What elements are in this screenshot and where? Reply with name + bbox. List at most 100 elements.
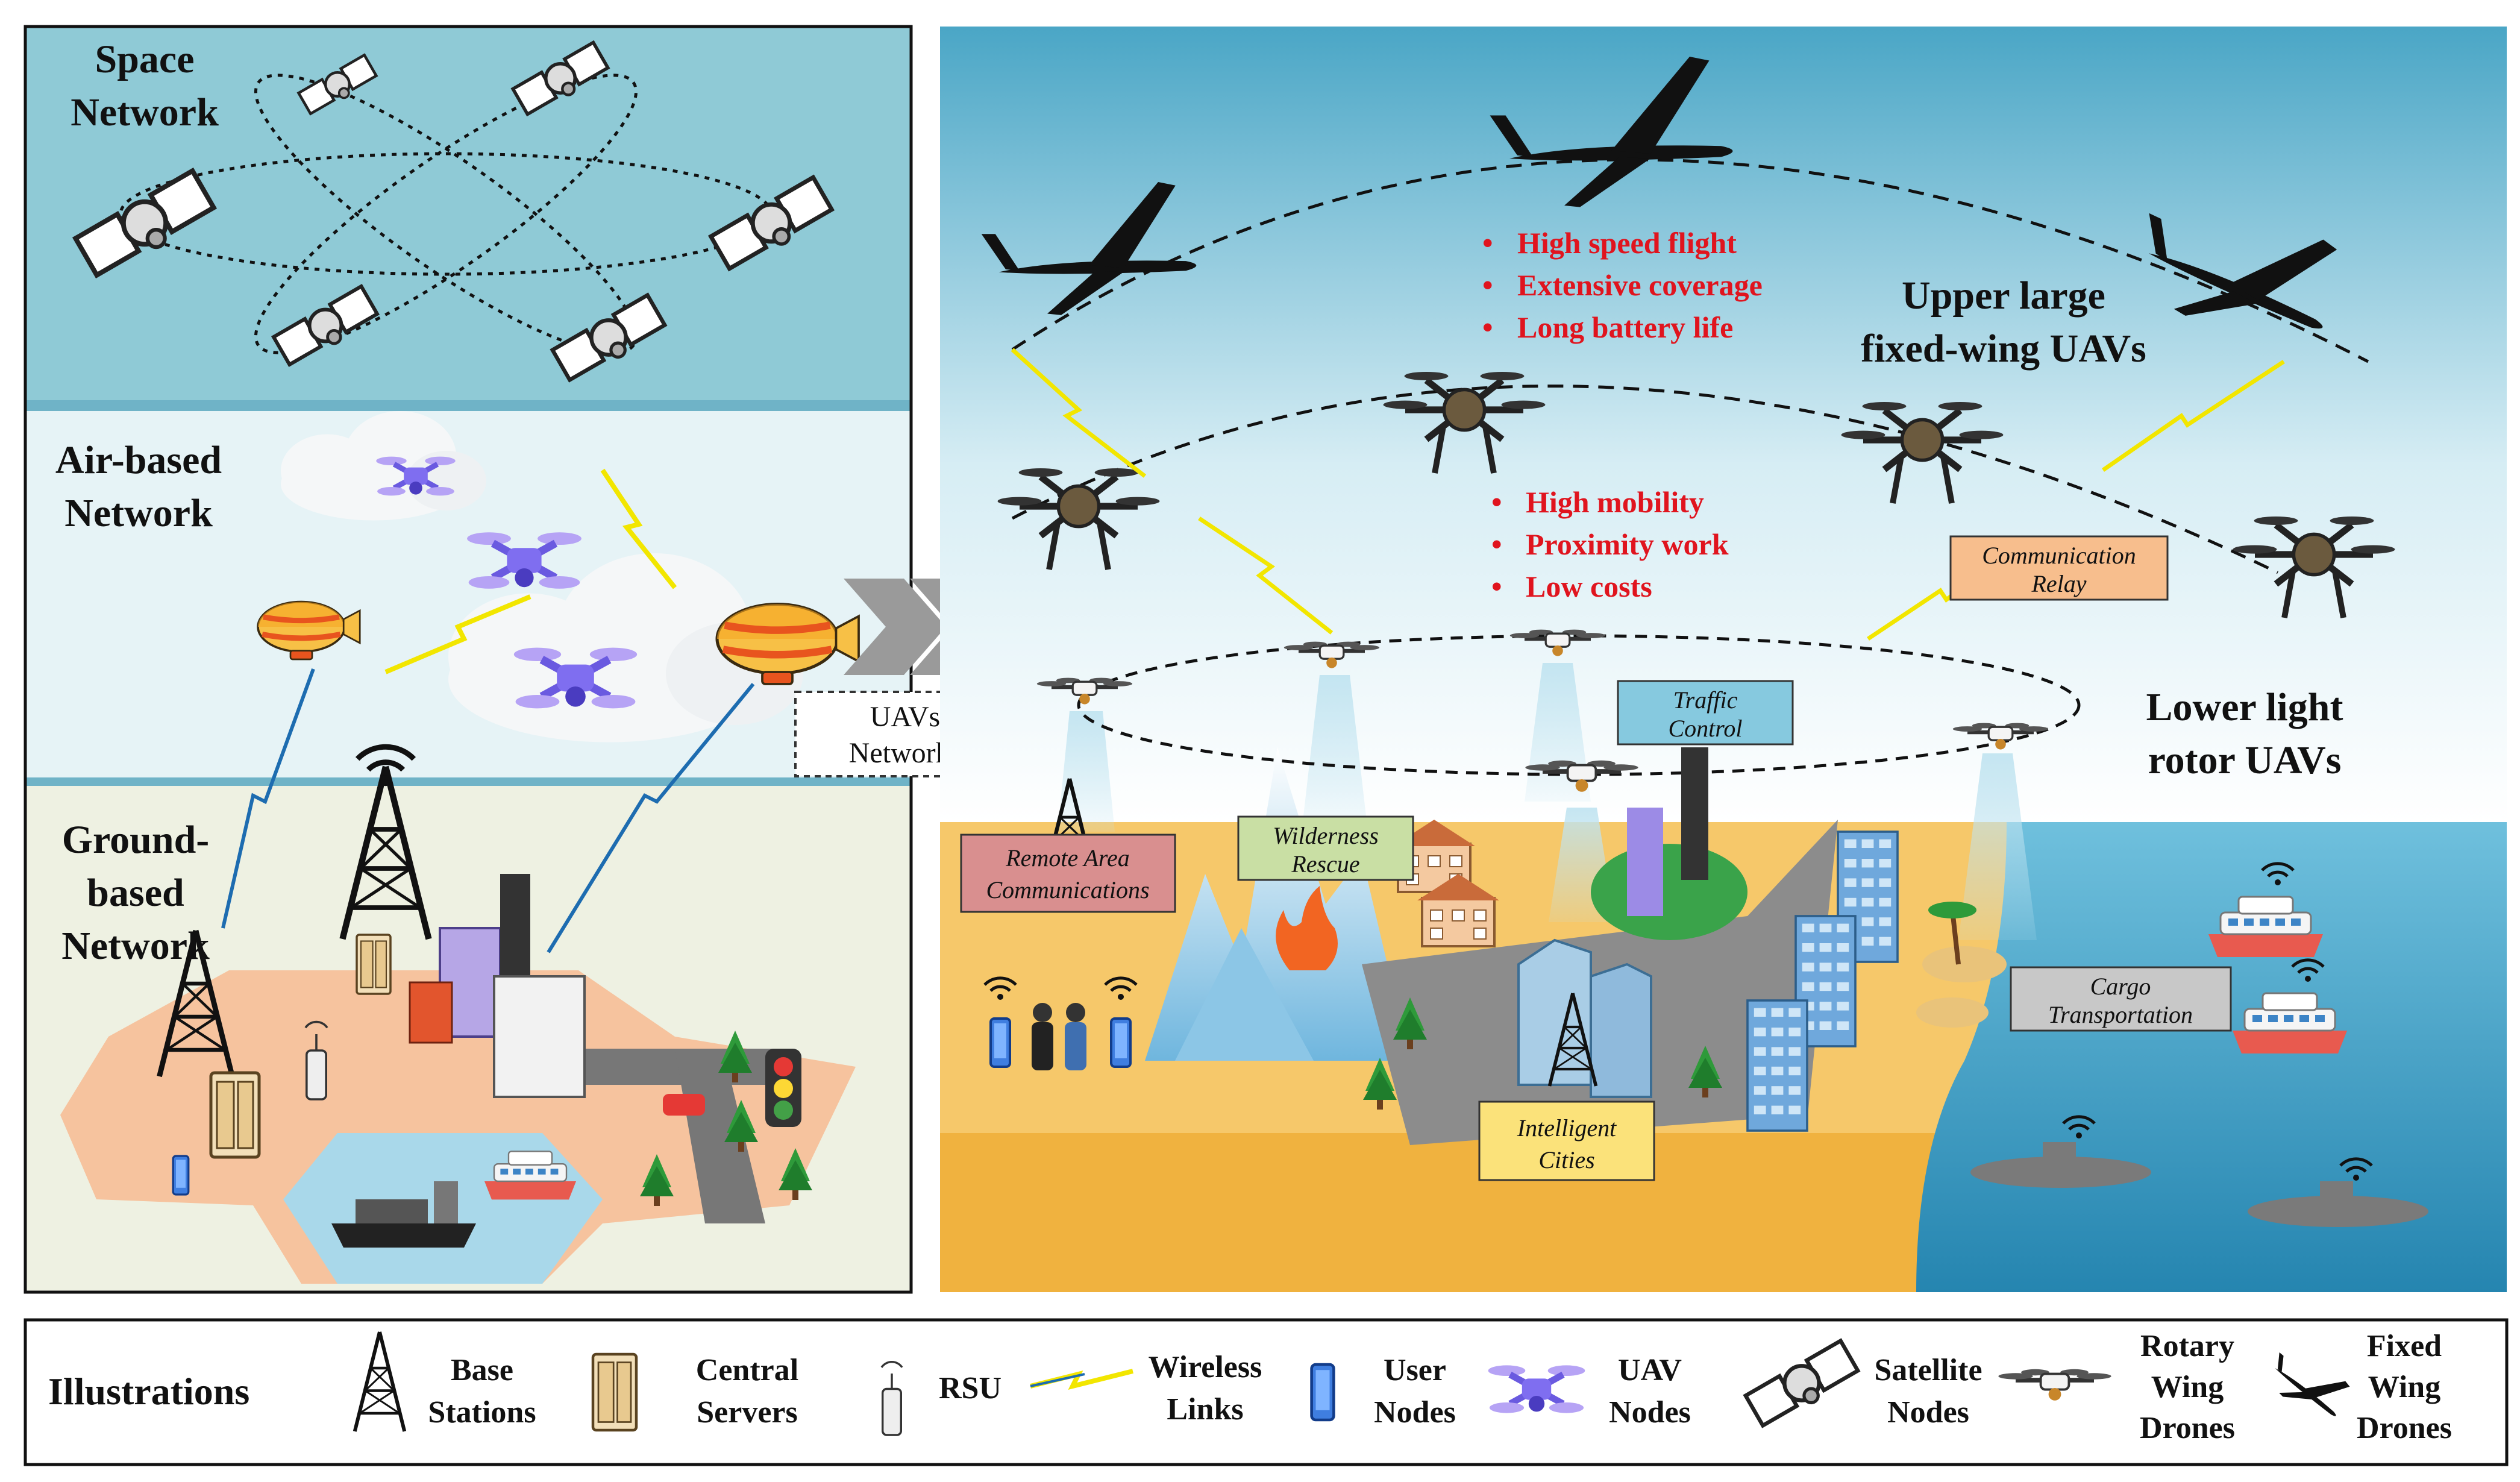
- skyscraper: [1590, 962, 1652, 1098]
- upper-uav-title: Upper large: [1902, 274, 2105, 318]
- intelligent-cities-label: Intelligent Cities: [1478, 1101, 1655, 1181]
- legend-uav-nodes: UAV: [1618, 1353, 1682, 1387]
- user-node-icon: [989, 1017, 1011, 1068]
- user-node-icon: [172, 1155, 190, 1196]
- left-panel: Space Network Air-based Network Ground- …: [24, 25, 913, 1294]
- svg-text:Communication: Communication: [1982, 542, 2136, 569]
- svg-text:Remote Area: Remote Area: [1005, 844, 1130, 871]
- central-server-icon: [593, 1354, 636, 1430]
- svg-text:Relay: Relay: [2031, 570, 2086, 597]
- traffic-control-label: Traffic Control: [1617, 680, 1794, 746]
- legend-wireless-links: Wireless: [1149, 1350, 1262, 1384]
- legend: Illustrations Base Stations Central Serv…: [24, 1318, 2509, 1466]
- satellite-orbit-tilted-1: [254, 74, 638, 354]
- fire-icon: [1276, 886, 1338, 970]
- legend-title: Illustrations: [48, 1370, 249, 1413]
- building-icon: [1746, 999, 1808, 1132]
- feature-bullet: •: [1482, 268, 1493, 302]
- svg-text:Communications: Communications: [986, 876, 1149, 903]
- svg-text:Cities: Cities: [1538, 1146, 1594, 1173]
- legend-base-stations: Base: [451, 1353, 513, 1387]
- svg-text:Intelligent: Intelligent: [1517, 1114, 1617, 1141]
- legend-central-servers: Central: [696, 1353, 798, 1387]
- legend-user-nodes: User: [1384, 1353, 1446, 1387]
- uav-networks-label: UAVs: [870, 701, 940, 733]
- feature-bullet: •: [1482, 310, 1493, 344]
- user-node-icon: [1110, 1017, 1132, 1068]
- legend-uav-nodes-2: Nodes: [1609, 1395, 1691, 1430]
- legend-base-stations-2: Stations: [428, 1395, 536, 1430]
- road: [675, 1049, 765, 1223]
- upper-feature-item: Extensive coverage: [1517, 268, 1763, 302]
- legend-satellite-nodes: Satellite: [1874, 1353, 1982, 1387]
- wireless-link-icon: [221, 668, 315, 929]
- legend-user-nodes-2: Nodes: [1374, 1395, 1456, 1430]
- svg-text:Transportation: Transportation: [2048, 1001, 2193, 1028]
- communication-relay-label: Communication Relay: [1949, 535, 2169, 601]
- feature-bullet: •: [1491, 527, 1502, 561]
- skyscraper: [1627, 808, 1663, 916]
- legend-rsu: RSU: [939, 1371, 1001, 1405]
- svg-text:Traffic: Traffic: [1673, 686, 1738, 714]
- building: [493, 975, 586, 1098]
- legend-fixed-wing-drones-2: Wing: [2368, 1370, 2440, 1404]
- wireless-link-icon: [600, 468, 677, 589]
- wireless-link-icon: [547, 683, 755, 953]
- legend-wireless-links-2: Links: [1167, 1392, 1243, 1427]
- right-panel: Upper large fixed-wing UAVs Lower light …: [940, 27, 2507, 1292]
- legend-fixed-wing-drones-3: Drones: [2357, 1411, 2452, 1445]
- legend-satellite-nodes-2: Nodes: [1887, 1395, 1969, 1430]
- lower-feature-item: Low costs: [1526, 570, 1652, 603]
- lower-features-list: • High mobility • Proximity work • Low c…: [1491, 485, 1729, 603]
- svg-text:Wilderness: Wilderness: [1273, 822, 1379, 849]
- wilderness-rescue-label: Wilderness Rescue: [1237, 815, 1414, 881]
- legend-rotary-wing-drones-3: Drones: [2140, 1411, 2235, 1445]
- people-icon: [1032, 1003, 1086, 1070]
- feature-bullet: •: [1491, 570, 1502, 603]
- island-icon: [1916, 902, 2007, 1028]
- cargo-transportation-label: Cargo Transportation: [2010, 966, 2232, 1032]
- wireless-link-icon: [2102, 360, 2285, 472]
- lower-uav-title-2: rotor UAVs: [2148, 738, 2342, 782]
- upper-feature-item: High speed flight: [1517, 226, 1737, 260]
- svg-text:Cargo: Cargo: [2090, 973, 2151, 1000]
- upper-feature-item: Long battery life: [1517, 310, 1733, 344]
- space-network-title-2: Network: [71, 90, 219, 134]
- car-icon: [663, 1094, 705, 1116]
- svg-text:Rescue: Rescue: [1291, 850, 1359, 878]
- ground-network-title-2: based: [87, 871, 184, 915]
- lower-uav-title: Lower light: [2146, 685, 2343, 729]
- building: [409, 981, 453, 1044]
- mountain: [1175, 928, 1314, 1061]
- lower-feature-item: High mobility: [1526, 485, 1704, 519]
- satellite-orbit-tilted-2: [254, 74, 638, 354]
- lower-feature-item: Proximity work: [1526, 527, 1729, 561]
- legend-fixed-wing-drones: Fixed: [2367, 1329, 2442, 1363]
- ground-network-title: Ground-: [62, 818, 210, 862]
- feature-bullet: •: [1491, 485, 1502, 519]
- user-node-icon: [1312, 1364, 1334, 1420]
- legend-rotary-wing-drones-2: Wing: [2151, 1370, 2224, 1404]
- remote-area-communications-label: Remote Area Communications: [960, 834, 1176, 913]
- space-network-title: Space: [95, 37, 195, 81]
- legend-central-servers-2: Servers: [697, 1395, 797, 1430]
- svg-text:Control: Control: [1669, 715, 1743, 742]
- skyscraper: [1681, 747, 1708, 880]
- upper-uav-title-2: fixed-wing UAVs: [1861, 327, 2146, 371]
- feature-bullet: •: [1482, 226, 1493, 260]
- city-park: [1591, 844, 1747, 940]
- upper-features-list: • High speed flight • Extensive coverage…: [1482, 226, 1763, 344]
- ground-network-title-3: Network: [61, 924, 210, 968]
- middle-uav-trajectory: [1011, 385, 2279, 574]
- legend-rotary-wing-drones: Rotary: [2140, 1329, 2234, 1363]
- wireless-link-icon: [384, 594, 531, 674]
- air-network-title-2: Network: [64, 491, 213, 535]
- wireless-link-icon: [1198, 517, 1334, 635]
- air-network-title: Air-based: [55, 438, 222, 482]
- central-server-icon: [356, 934, 392, 995]
- mountain: [1145, 747, 1410, 1061]
- wireless-link-icon: [1011, 348, 1147, 478]
- central-server-icon: [211, 1073, 259, 1157]
- legend-frame: [24, 1318, 2509, 1466]
